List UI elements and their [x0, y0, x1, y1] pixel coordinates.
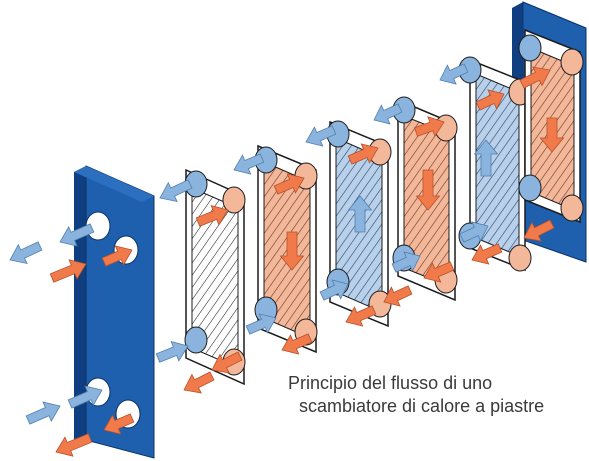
- hot-down-arrow-p4: [415, 169, 441, 211]
- cold-up-arrow-p3: [347, 195, 373, 233]
- cold-in-arrow-p2: [245, 313, 277, 335]
- hot-out-arrow-p4: [423, 261, 455, 283]
- cold-up-arrow-p5: [473, 139, 499, 177]
- hot-down-arrow-p6: [539, 117, 565, 153]
- flow-arrows: [9, 63, 565, 457]
- hot-in-arrow-p1: [195, 205, 229, 227]
- cold-out-arrow-p4: [373, 103, 403, 125]
- hot-in-arrow-frame-2: [101, 245, 133, 267]
- hot-in-arrow-p4: [413, 116, 445, 138]
- caption-line-1: Principio del flusso di uno: [288, 373, 493, 393]
- diagram-caption: Principio del flusso di uno scambiatore …: [288, 372, 588, 418]
- hot-in-arrow-p5: [475, 89, 505, 111]
- cold-out-arrow-p2: [233, 153, 265, 175]
- hot-out-arrow-p1b: [211, 351, 243, 374]
- hot-down-arrow-p2: [279, 231, 305, 271]
- cold-in-arrow-p5: [459, 221, 489, 243]
- cold-out-arrow-far: [9, 241, 43, 265]
- hot-in-arrow-p6: [519, 66, 551, 89]
- frame-plate-front: [74, 165, 155, 459]
- caption-line-2: scambiatore di calore a piastre: [299, 396, 545, 416]
- hot-out-arrow-p5: [471, 243, 503, 265]
- cold-in-arrow-far: [25, 401, 61, 425]
- cold-in-arrow-frame: [67, 385, 103, 409]
- hot-out-arrow-frame: [103, 413, 135, 435]
- cold-out-arrow-frame: [59, 223, 95, 247]
- cold-in-arrow-p3: [319, 279, 349, 301]
- hot-out-arrow-p2: [281, 333, 313, 355]
- hot-in-arrow-p2: [273, 173, 305, 195]
- hot-out-arrow-far: [55, 433, 93, 457]
- cold-out-arrow-p1: [159, 179, 193, 203]
- hot-out-arrow-p3: [345, 305, 377, 327]
- cold-out-arrow-p5: [439, 63, 469, 85]
- cold-in-arrow-p1: [155, 341, 189, 363]
- plate-1-neutral: [184, 168, 246, 386]
- hot-out-arrow-p3b: [383, 285, 413, 307]
- cold-out-arrow-p3: [305, 125, 337, 147]
- hot-in-arrow-p3: [347, 143, 379, 165]
- hot-in-arrow-frame: [49, 259, 87, 283]
- cold-in-arrow-p4: [391, 251, 421, 273]
- hot-out-arrow-p6: [523, 219, 555, 242]
- hot-out-arrow-p1: [183, 371, 215, 394]
